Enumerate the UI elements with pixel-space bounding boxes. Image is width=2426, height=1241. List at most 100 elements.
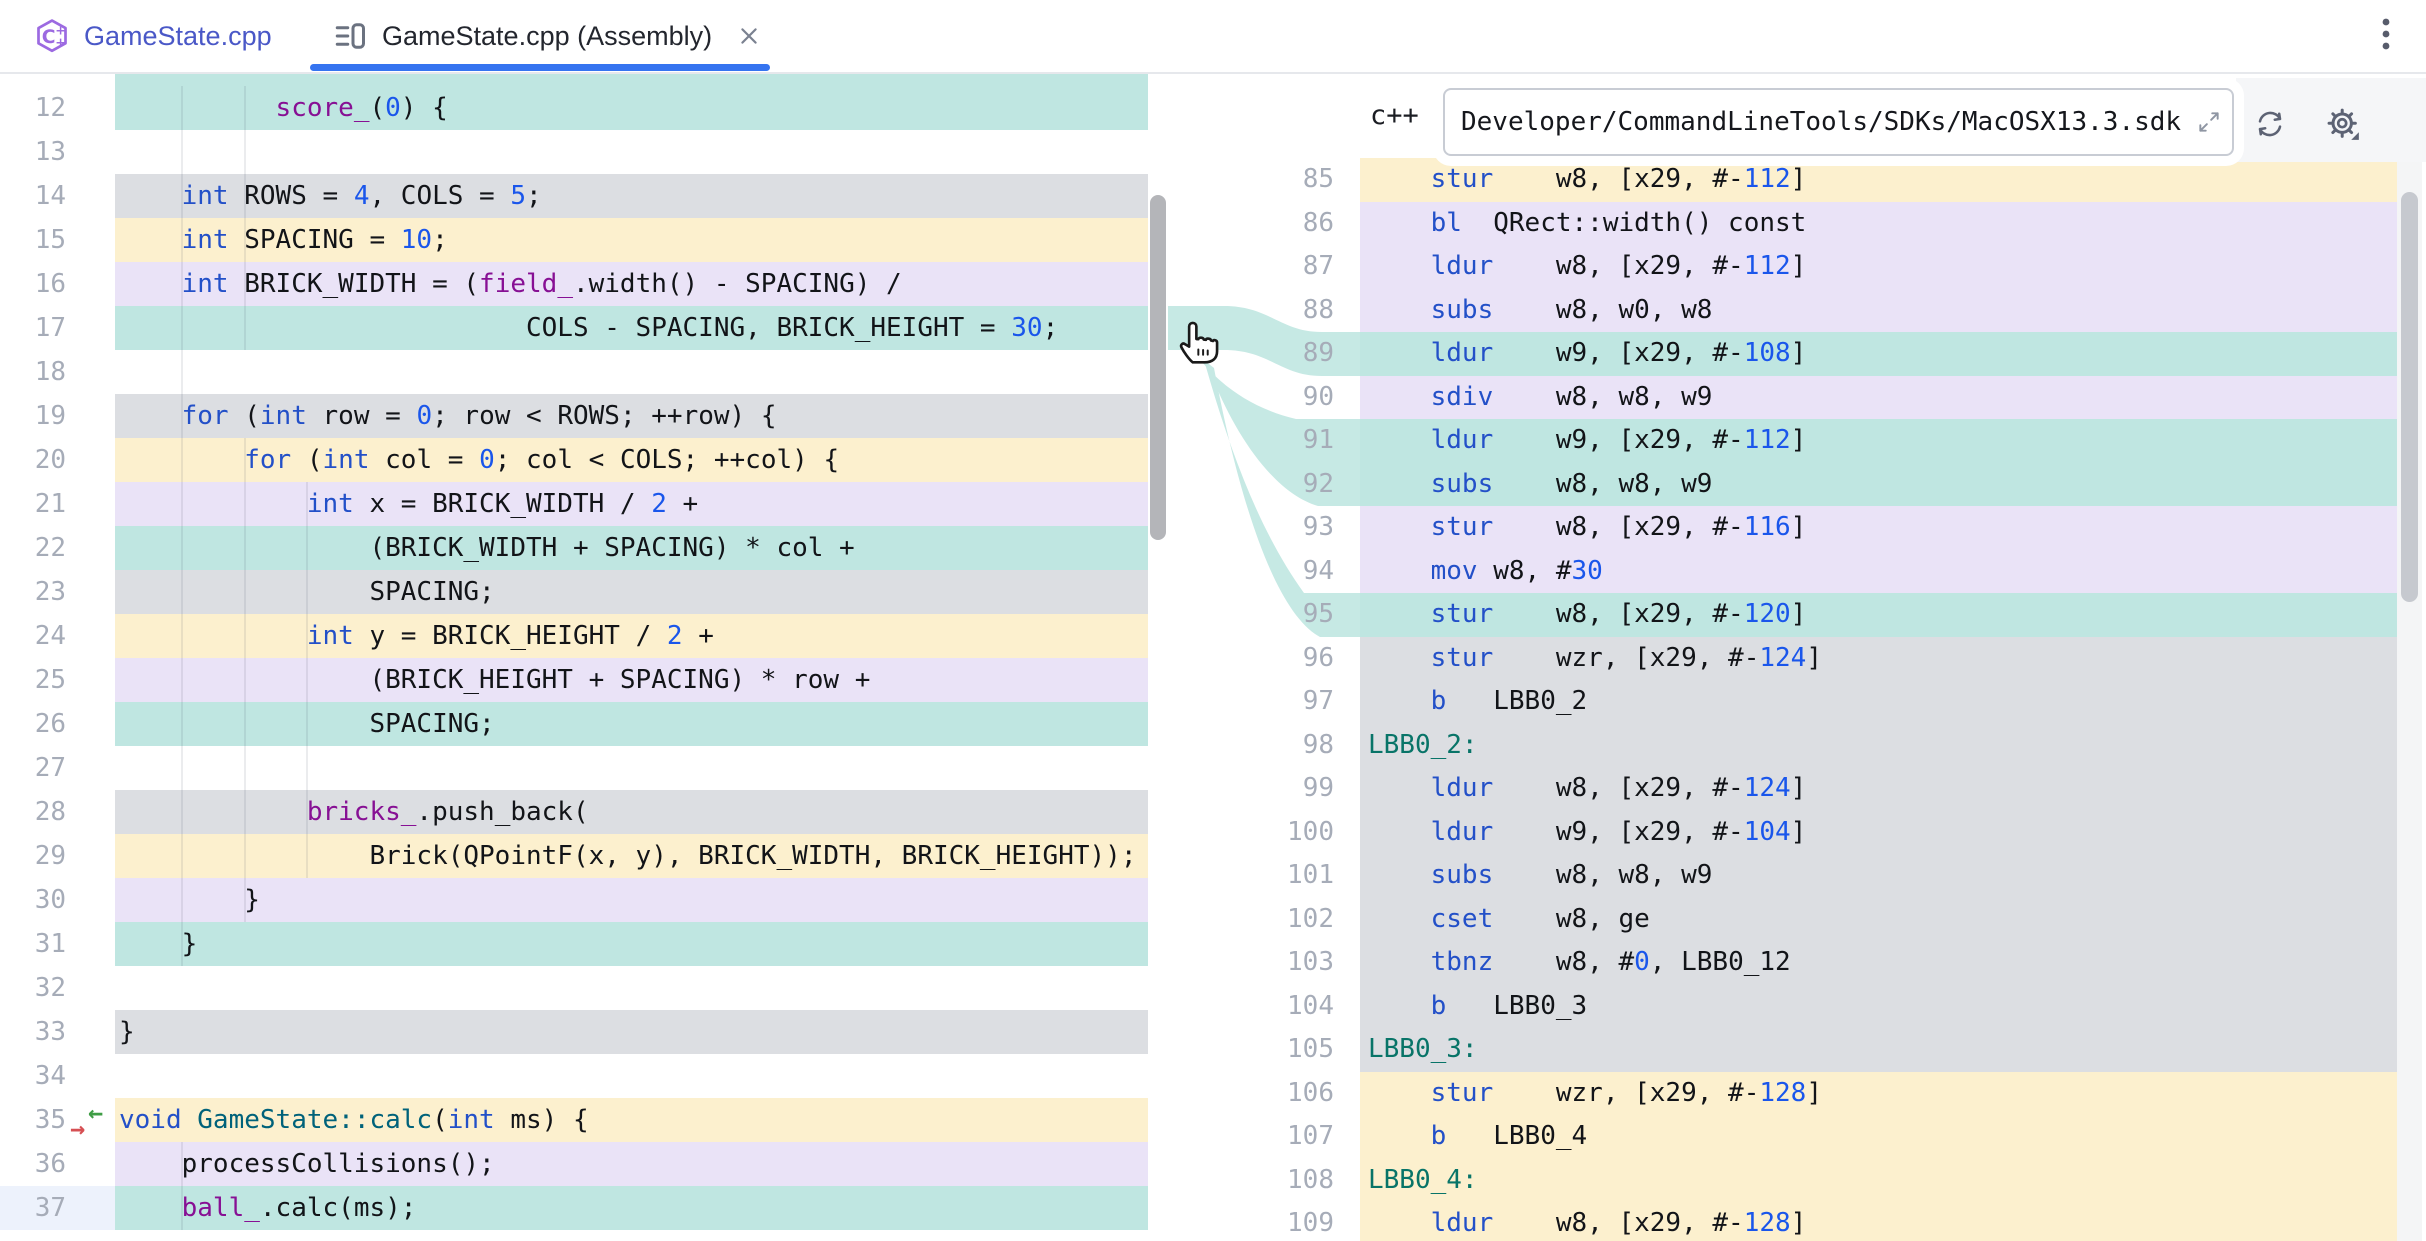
code-line[interactable]: [115, 1054, 1148, 1098]
line-number[interactable]: 26: [0, 702, 115, 746]
line-number[interactable]: 31: [0, 922, 115, 966]
line-number[interactable]: 30: [0, 878, 115, 922]
code-line[interactable]: (BRICK_WIDTH + SPACING) * col +: [115, 526, 1148, 570]
asm-line[interactable]: LBB0_2:: [1360, 723, 2397, 767]
code-line[interactable]: int BRICK_WIDTH = (field_.width() - SPAC…: [115, 262, 1148, 306]
asm-line[interactable]: b LBB0_4: [1360, 1115, 2397, 1159]
asm-line[interactable]: subs w8, w0, w8: [1360, 288, 2397, 332]
line-number[interactable]: 16: [0, 262, 115, 306]
code-line[interactable]: score_(0) {: [115, 86, 1148, 130]
line-number[interactable]: 87: [1302, 251, 1334, 281]
line-number[interactable]: 25: [0, 658, 115, 702]
line-number[interactable]: 98: [1302, 729, 1334, 760]
tab-gamestate-cpp[interactable]: C + + GameState.cpp: [34, 0, 272, 72]
left-editor-scrollbar[interactable]: [1150, 195, 1166, 540]
asm-line[interactable]: stur w8, [x29, #-116]: [1360, 506, 2397, 550]
code-line[interactable]: ball_.calc(ms);: [115, 1186, 1148, 1230]
line-number[interactable]: 90: [1302, 381, 1334, 412]
line-number[interactable]: 89: [1302, 338, 1334, 368]
line-number[interactable]: 35←→: [0, 1098, 115, 1142]
asm-line[interactable]: stur w8, [x29, #-120]: [1360, 593, 2397, 637]
line-number[interactable]: 19: [0, 394, 115, 438]
asm-line[interactable]: stur wzr, [x29, #-124]: [1360, 636, 2397, 680]
line-number[interactable]: 23: [0, 570, 115, 614]
code-line[interactable]: Brick(QPointF(x, y), BRICK_WIDTH, BRICK_…: [115, 834, 1148, 878]
line-number[interactable]: 21: [0, 482, 115, 526]
asm-line[interactable]: sdiv w8, w8, w9: [1360, 375, 2397, 419]
sdk-path-field[interactable]: [1443, 88, 2234, 156]
line-number[interactable]: 86: [1302, 207, 1334, 238]
line-number[interactable]: 32: [0, 966, 115, 1010]
line-number[interactable]: 27: [0, 746, 115, 790]
code-line[interactable]: [115, 966, 1148, 1010]
tab-gamestate-assembly[interactable]: GameState.cpp (Assembly): [332, 0, 760, 72]
line-number[interactable]: 94: [1302, 555, 1334, 586]
code-line[interactable]: int SPACING = 10;: [115, 218, 1148, 262]
line-number[interactable]: 106: [1287, 1077, 1334, 1108]
line-number[interactable]: 28: [0, 790, 115, 834]
sdk-path-input[interactable]: [1445, 107, 2196, 137]
code-line[interactable]: for (int col = 0; col < COLS; ++col) {: [115, 438, 1148, 482]
line-number[interactable]: 18: [0, 350, 115, 394]
code-line[interactable]: SPACING;: [115, 702, 1148, 746]
asm-line[interactable]: ldur w8, [x29, #-124]: [1360, 767, 2397, 811]
code-line[interactable]: processCollisions();: [115, 1142, 1148, 1186]
code-line[interactable]: void GameState::calc(int ms) {: [115, 1098, 1148, 1142]
asm-line[interactable]: tbnz w8, #0, LBB0_12: [1360, 941, 2397, 985]
code-line[interactable]: int y = BRICK_HEIGHT / 2 +: [115, 614, 1148, 658]
asm-line[interactable]: LBB0_3:: [1360, 1028, 2397, 1072]
line-number[interactable]: 24: [0, 614, 115, 658]
right-editor-scrollbar[interactable]: [2401, 192, 2418, 602]
line-number[interactable]: 29: [0, 834, 115, 878]
asm-line[interactable]: stur w8, [x29, #-112]: [1360, 158, 2397, 202]
asm-line[interactable]: ldur w9, [x29, #-112]: [1360, 419, 2397, 463]
line-number[interactable]: 14: [0, 174, 115, 218]
code-line[interactable]: }: [115, 1010, 1148, 1054]
asm-line[interactable]: stur wzr, [x29, #-128]: [1360, 1071, 2397, 1115]
line-number[interactable]: 92: [1302, 468, 1334, 499]
line-number[interactable]: 97: [1302, 686, 1334, 716]
line-number[interactable]: 107: [1287, 1121, 1334, 1151]
line-number[interactable]: 96: [1302, 642, 1334, 673]
line-number[interactable]: 100: [1287, 816, 1334, 847]
code-line[interactable]: SPACING;: [115, 570, 1148, 614]
expand-icon[interactable]: [2196, 109, 2222, 135]
line-number[interactable]: 85: [1302, 164, 1334, 194]
line-number[interactable]: 93: [1302, 512, 1334, 542]
close-icon[interactable]: [738, 25, 760, 47]
line-number[interactable]: 91: [1302, 425, 1334, 455]
line-number[interactable]: 102: [1287, 903, 1334, 934]
code-line[interactable]: int ROWS = 4, COLS = 5;: [115, 174, 1148, 218]
asm-line[interactable]: subs w8, w8, w9: [1360, 462, 2397, 506]
line-number[interactable]: 13: [0, 130, 115, 174]
code-line[interactable]: }: [115, 878, 1148, 922]
asm-line[interactable]: ldur w8, [x29, #-128]: [1360, 1202, 2397, 1241]
asm-line[interactable]: LBB0_4:: [1360, 1158, 2397, 1202]
asm-line[interactable]: ldur w9, [x29, #-108]: [1360, 332, 2397, 376]
line-number[interactable]: 22: [0, 526, 115, 570]
refresh-icon[interactable]: [2254, 108, 2286, 140]
asm-line[interactable]: bl QRect::width() const: [1360, 201, 2397, 245]
code-line[interactable]: bricks_.push_back(: [115, 790, 1148, 834]
line-number[interactable]: 108: [1287, 1164, 1334, 1195]
asm-line[interactable]: b LBB0_3: [1360, 984, 2397, 1028]
asm-line[interactable]: cset w8, ge: [1360, 897, 2397, 941]
code-line[interactable]: [115, 350, 1148, 394]
code-line[interactable]: for (int row = 0; row < ROWS; ++row) {: [115, 394, 1148, 438]
line-number[interactable]: 99: [1302, 773, 1334, 803]
code-line[interactable]: }: [115, 922, 1148, 966]
line-number[interactable]: 33: [0, 1010, 115, 1054]
code-line[interactable]: int x = BRICK_WIDTH / 2 +: [115, 482, 1148, 526]
implementing-marker-icon[interactable]: ←: [87, 1098, 103, 1127]
overriding-marker-icon[interactable]: →: [69, 1114, 85, 1142]
gear-icon[interactable]: [2324, 105, 2362, 143]
line-number[interactable]: 88: [1302, 294, 1334, 325]
line-number[interactable]: 104: [1287, 990, 1334, 1021]
line-number[interactable]: 105: [1287, 1034, 1334, 1064]
line-number[interactable]: 20: [0, 438, 115, 482]
code-line[interactable]: (BRICK_HEIGHT + SPACING) * row +: [115, 658, 1148, 702]
line-number[interactable]: 101: [1287, 860, 1334, 890]
asm-line[interactable]: ldur w8, [x29, #-112]: [1360, 245, 2397, 289]
line-number[interactable]: 95: [1302, 599, 1334, 629]
code-line[interactable]: [115, 130, 1148, 174]
